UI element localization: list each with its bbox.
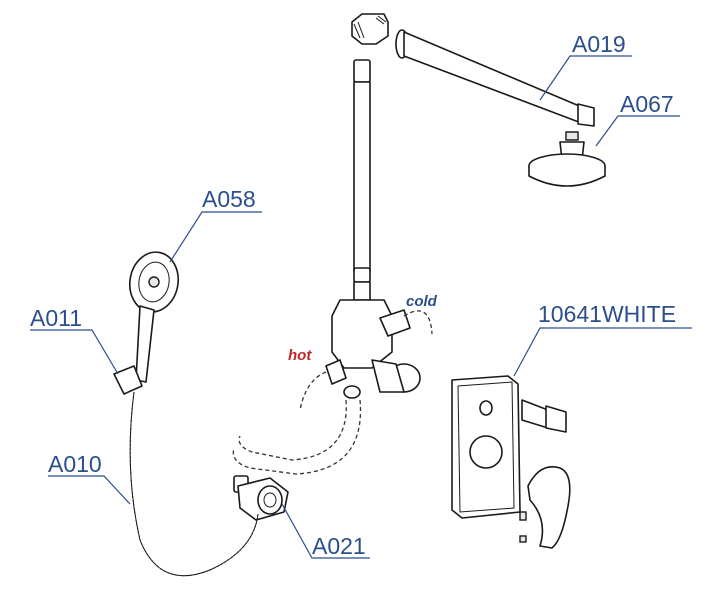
- cold-supply-pipe: [403, 310, 433, 335]
- lever-screw: [519, 511, 527, 521]
- wall-holder: [113, 365, 143, 395]
- panel-plate-face: [457, 381, 515, 513]
- label-a067: A067: [620, 91, 674, 117]
- leader-a067: [595, 115, 680, 147]
- leader-lines: [30, 55, 692, 559]
- elbow-thread: [353, 15, 387, 39]
- concealed-hose-outline-b: [232, 399, 362, 475]
- leader-a058: [169, 211, 262, 263]
- riser-pipe: [353, 81, 371, 273]
- mixer-hot-inlet: [325, 359, 347, 385]
- hand-shower-center: [148, 276, 160, 288]
- leader-10641white: [513, 327, 692, 377]
- label-a058: A058: [202, 186, 256, 212]
- shower-arm: [395, 29, 595, 127]
- mixer-lever-handle: [527, 466, 571, 549]
- part-labels: A019 A067 A058 A011 A010 A021 10641WHITE: [30, 31, 676, 559]
- leader-a019: [539, 55, 632, 101]
- riser-thread-bottom: [353, 267, 371, 283]
- label-a010: A010: [48, 451, 102, 477]
- mixer-bottom-outlet: [343, 385, 361, 399]
- control-panel-kit: [451, 375, 571, 549]
- hose-connector: [233, 475, 289, 521]
- label-a019: A019: [572, 31, 626, 57]
- connector-outlet: [257, 485, 283, 515]
- shower-arm-end: [577, 103, 595, 127]
- concealed-hose-outline-a: [238, 399, 347, 461]
- diverter-button-cap: [545, 405, 567, 433]
- lever-screw-cap: [519, 535, 527, 543]
- leader-a011: [30, 329, 119, 375]
- mixer-body: [299, 281, 433, 411]
- label-10641white: 10641WHITE: [538, 301, 676, 327]
- leader-a021: [281, 503, 370, 559]
- label-a011: A011: [30, 305, 82, 331]
- shower-head-nut: [565, 131, 579, 141]
- hand-shower-handle: [135, 305, 155, 383]
- hand-shower-assembly: [113, 251, 259, 577]
- elbow-connector: [351, 13, 389, 45]
- hand-shower-hose-texture: [129, 391, 259, 577]
- panel-handle-hole: [469, 435, 503, 469]
- riser-thread-top: [353, 59, 371, 83]
- concealed-hose: [232, 399, 362, 475]
- riser-pipe-assembly: [351, 13, 389, 283]
- hand-shower-spray-face: [138, 261, 170, 303]
- panel-diverter-hole: [479, 400, 493, 416]
- mixer-cold-inlet: [379, 309, 411, 337]
- mixer-main-block: [331, 299, 393, 369]
- mixer-top-outlet: [353, 281, 371, 301]
- label-cold: cold: [406, 293, 438, 310]
- label-hot: hot: [288, 347, 312, 364]
- shower-head: [528, 131, 606, 187]
- diverter-button: [521, 399, 549, 429]
- mixer-cartridge-housing: [371, 359, 405, 393]
- hot-supply-pipe: [299, 371, 327, 411]
- shower-arm-tube: [403, 31, 585, 125]
- label-a021: A021: [312, 533, 366, 559]
- shower-head-rim: [528, 166, 606, 187]
- connector-outlet-inner: [263, 492, 277, 508]
- leader-a010: [48, 475, 131, 505]
